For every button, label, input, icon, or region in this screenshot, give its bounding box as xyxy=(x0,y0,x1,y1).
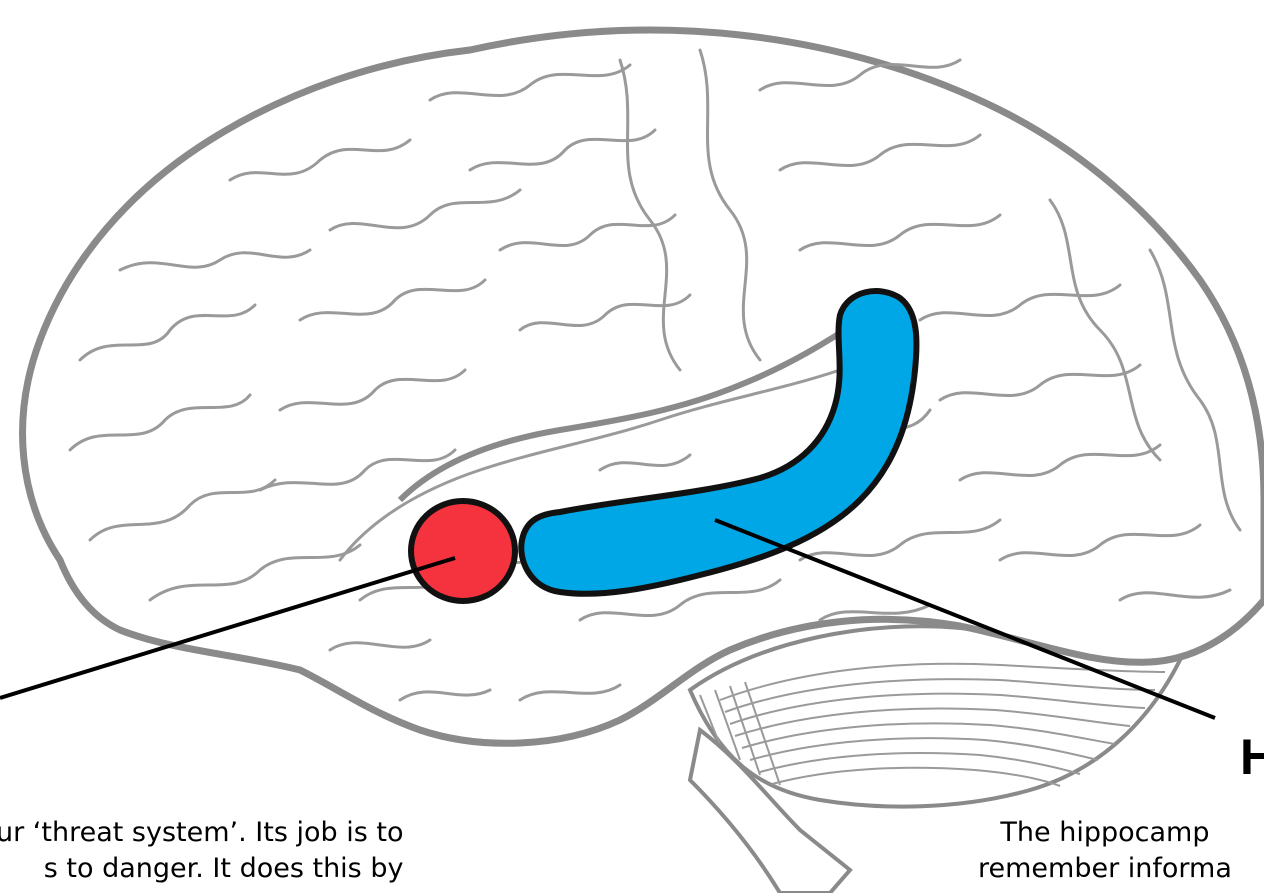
amygdala-description-line: ur ‘threat system’. Its job is to xyxy=(0,815,403,851)
hippocampus-description-line: remember informa xyxy=(978,851,1232,887)
hippocampus-description-line: The hippocamp xyxy=(978,815,1232,851)
hippocampus-heading: H xyxy=(1240,728,1264,786)
amygdala xyxy=(411,501,515,601)
hippocampus-description: The hippocamp remember informa xyxy=(978,815,1232,887)
amygdala-description: ur ‘threat system’. Its job is to s to d… xyxy=(0,815,403,887)
amygdala-description-line: s to danger. It does this by xyxy=(0,851,403,887)
